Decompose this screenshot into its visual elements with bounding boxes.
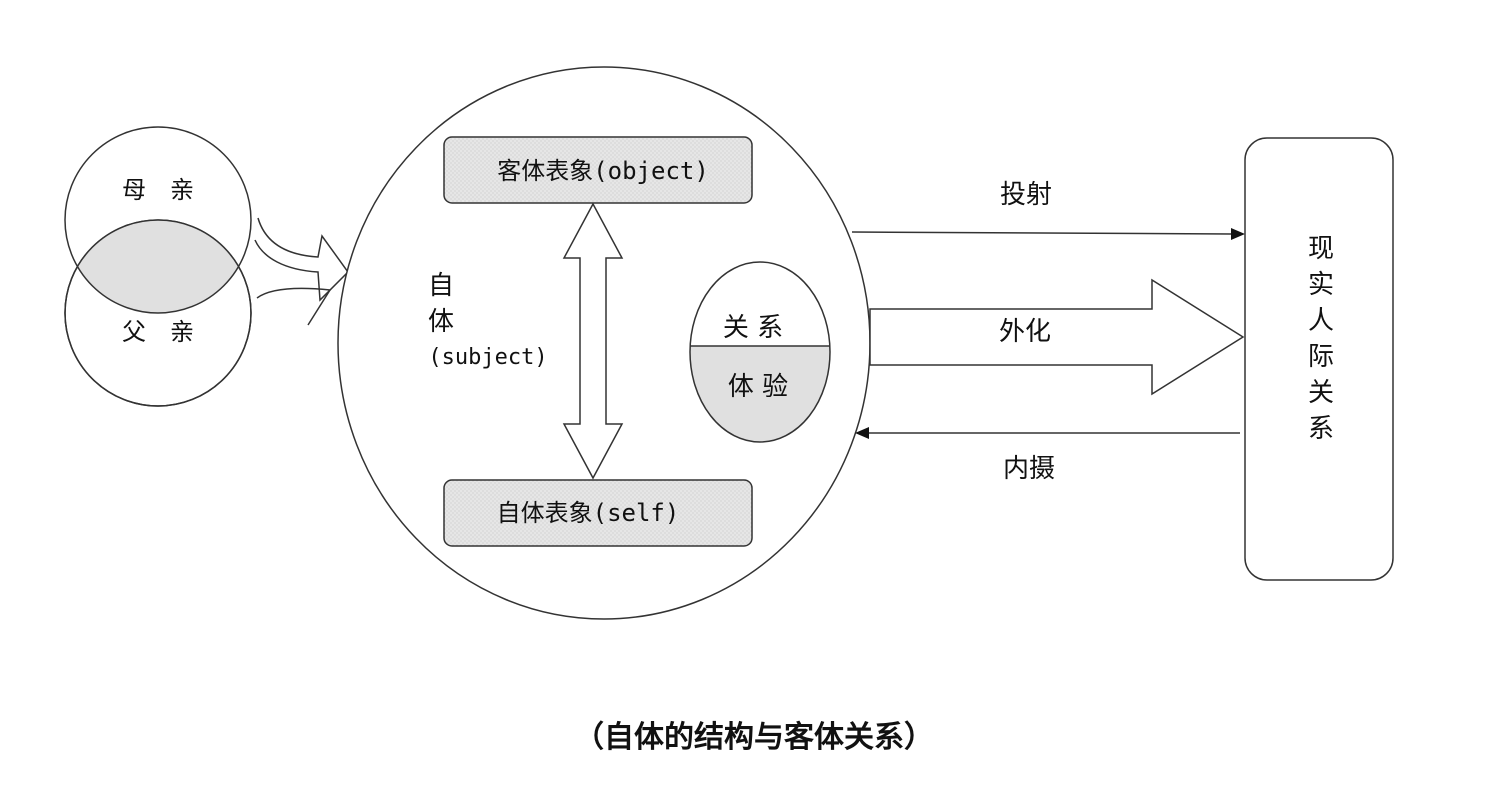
externalization-arrow [869, 278, 1245, 396]
relation-bottom-label: 体 验 [728, 372, 788, 402]
introjection-label: 内摄 [1003, 454, 1055, 484]
double-arrow [562, 202, 624, 480]
projection-arrow [851, 228, 1245, 240]
reality-char-3: 人 [1308, 306, 1334, 336]
father-circle-outline [64, 219, 252, 407]
externalization-label: 外化 [999, 317, 1051, 347]
self-box-label: 自体表象(self) [497, 499, 680, 527]
figure-caption: （自体的结构与客体关系） [574, 720, 934, 755]
reality-char-2: 实 [1308, 270, 1334, 300]
reality-char-1: 现 [1308, 234, 1334, 264]
reality-char-5: 关 [1308, 378, 1334, 408]
father-curve-arrow [256, 287, 332, 326]
relation-top-label: 关 系 [723, 313, 783, 343]
parents-overlap [65, 220, 251, 313]
subject-char-1: 自 [428, 271, 454, 301]
projection-label: 投射 [1000, 180, 1052, 210]
father-label: 父 亲 [122, 318, 194, 346]
introjection-arrow [855, 427, 1240, 439]
reality-box [1244, 137, 1394, 581]
parent-arrows [254, 217, 349, 326]
mother-label: 母 亲 [122, 176, 194, 204]
self-box [443, 479, 753, 547]
mother-curve-arrow [254, 217, 349, 302]
object-box [443, 136, 753, 204]
parents-group: 母 亲 父 亲 [64, 126, 252, 407]
object-box-label: 客体表象(object) [497, 157, 709, 185]
relation-ellipse [689, 261, 831, 443]
subject-char-2: 体 [428, 307, 454, 337]
subject-latin: (subject) [428, 345, 547, 370]
mother-circle [64, 126, 252, 314]
reality-char-6: 系 [1308, 414, 1334, 444]
reality-char-4: 际 [1308, 342, 1334, 372]
